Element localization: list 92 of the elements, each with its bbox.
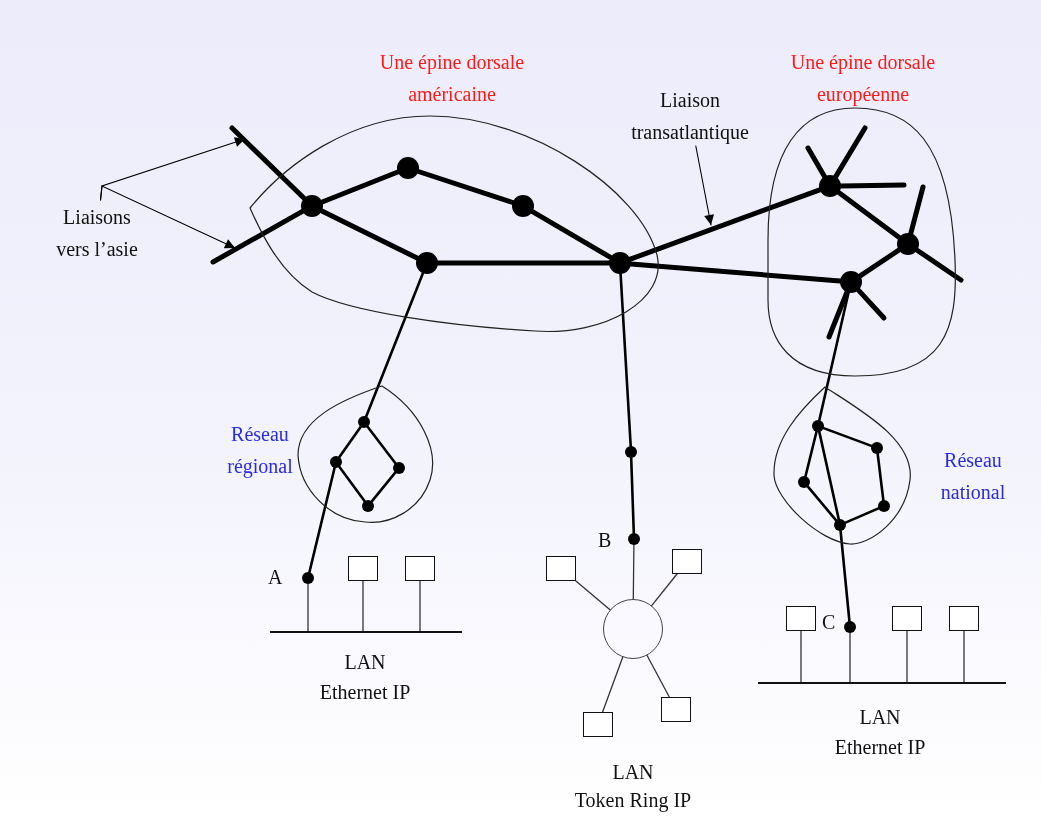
backbone-link bbox=[857, 247, 902, 279]
region-heading: Une épine dorsale américaine bbox=[378, 50, 526, 107]
network-link bbox=[629, 456, 636, 535]
router-dot bbox=[512, 195, 534, 217]
lan-label: Token Ring IP bbox=[573, 788, 693, 814]
router-dot bbox=[628, 533, 640, 545]
point-label: B bbox=[598, 528, 612, 552]
host-square bbox=[348, 556, 378, 581]
backbone-link bbox=[833, 125, 868, 180]
callout-text: Liaison transatlantique bbox=[605, 86, 775, 146]
lan-label: LAN bbox=[858, 705, 902, 730]
leader-arrow bbox=[99, 185, 236, 249]
router-dot bbox=[834, 519, 846, 531]
cable-line bbox=[601, 656, 624, 713]
router-dot bbox=[301, 195, 323, 217]
lan-label: Ethernet IP bbox=[318, 680, 412, 705]
bus-line bbox=[758, 682, 1006, 684]
backbone-link bbox=[319, 208, 420, 261]
backbone-link bbox=[826, 289, 850, 340]
host-square bbox=[786, 606, 816, 631]
backbone-link bbox=[805, 145, 827, 179]
backbone-link bbox=[627, 187, 823, 262]
network-link bbox=[876, 452, 885, 502]
cable-line bbox=[963, 630, 965, 683]
bus-line bbox=[270, 631, 462, 633]
router-dot bbox=[798, 476, 810, 488]
router-dot bbox=[358, 416, 370, 428]
network-link bbox=[308, 466, 336, 574]
network-link bbox=[839, 529, 851, 623]
backbone-link bbox=[855, 287, 887, 321]
region-heading: Réseau régional bbox=[226, 422, 294, 480]
backbone-link bbox=[836, 190, 902, 240]
router-dot bbox=[393, 462, 405, 474]
cable-line bbox=[632, 544, 635, 600]
lan-label: LAN bbox=[611, 760, 655, 785]
backbone-link bbox=[210, 208, 305, 265]
cable-line bbox=[849, 632, 851, 683]
network-link bbox=[338, 465, 366, 503]
router-dot bbox=[609, 252, 631, 274]
router-dot bbox=[625, 446, 637, 458]
backbone-link bbox=[908, 184, 926, 236]
network-link bbox=[818, 430, 840, 521]
router-dot bbox=[362, 500, 374, 512]
router-dot bbox=[416, 252, 438, 274]
host-square bbox=[949, 606, 979, 631]
router-dot bbox=[871, 442, 883, 454]
callout-text: Liaisons vers l’asie bbox=[45, 200, 149, 266]
lan-label: Ethernet IP bbox=[833, 735, 927, 760]
region-heading: Réseau national bbox=[939, 448, 1007, 505]
host-square bbox=[405, 556, 435, 581]
network-link bbox=[364, 271, 425, 418]
network-link bbox=[818, 291, 850, 422]
lan-label: LAN bbox=[343, 650, 387, 675]
router-dot bbox=[844, 621, 856, 633]
host-square bbox=[672, 549, 702, 574]
network-link bbox=[806, 485, 838, 522]
cable-line bbox=[906, 630, 908, 683]
cable-line bbox=[651, 573, 678, 607]
network-link bbox=[370, 471, 397, 503]
cable-line bbox=[800, 630, 802, 683]
cable-line bbox=[646, 654, 670, 698]
point-label: A bbox=[268, 565, 283, 589]
host-square bbox=[583, 712, 613, 737]
backbone-link bbox=[229, 125, 307, 201]
host-square bbox=[661, 697, 691, 722]
router-dot bbox=[330, 456, 342, 468]
router-dot bbox=[897, 233, 919, 255]
router-dot bbox=[302, 572, 314, 584]
leader-arrow bbox=[695, 145, 714, 226]
network-link bbox=[366, 425, 397, 465]
cable-line bbox=[575, 580, 611, 611]
router-dot bbox=[397, 157, 419, 179]
router-dot bbox=[840, 271, 862, 293]
cable-line bbox=[419, 580, 421, 632]
network-link bbox=[338, 425, 362, 459]
network-link bbox=[844, 507, 880, 524]
cable-line bbox=[362, 580, 364, 632]
router-dot bbox=[878, 500, 890, 512]
backbone-link bbox=[914, 247, 964, 283]
host-square bbox=[546, 556, 576, 581]
backbone-link bbox=[415, 169, 516, 205]
host-square bbox=[892, 606, 922, 631]
network-link bbox=[619, 272, 632, 448]
cable-line bbox=[307, 583, 309, 632]
router-dot bbox=[819, 175, 841, 197]
backbone-link bbox=[319, 169, 401, 205]
region-heading: Une épine dorsale européenne bbox=[789, 50, 937, 108]
network-link bbox=[822, 426, 873, 448]
backbone-link bbox=[530, 209, 613, 260]
router-dot bbox=[812, 420, 824, 432]
point-label: C bbox=[822, 610, 836, 634]
network-link bbox=[804, 430, 818, 478]
